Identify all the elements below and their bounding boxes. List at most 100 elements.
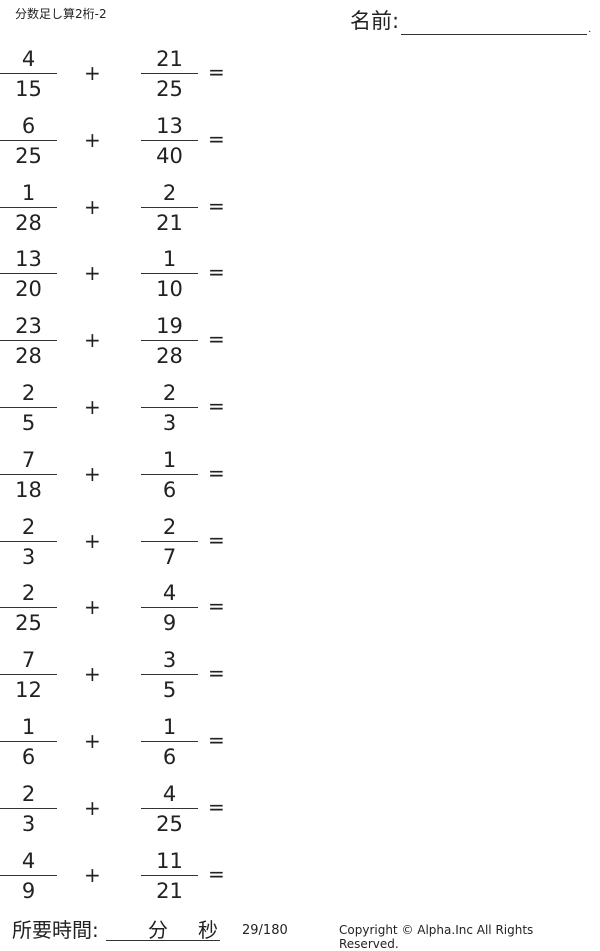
name-end-mark: . — [588, 24, 592, 35]
fraction-bar — [141, 874, 198, 876]
denominator: 28 — [156, 344, 183, 369]
numerator: 2 — [21, 581, 36, 606]
copyright: Copyright © Alpha.Inc All Rights Reserve… — [339, 923, 534, 951]
numerator: 4 — [162, 581, 177, 606]
numerator: 4 — [21, 848, 36, 873]
numerator: 2 — [21, 514, 36, 539]
numerator: 2 — [162, 381, 177, 405]
numerator: 13 — [156, 113, 183, 138]
equals-sign: = — [208, 594, 225, 619]
plus-sign: + — [84, 862, 101, 887]
numerator: 1 — [162, 447, 177, 472]
equals-sign: = — [208, 661, 225, 686]
numerator: 1 — [162, 247, 177, 272]
equals-sign: = — [208, 527, 225, 552]
denominator: 12 — [15, 678, 42, 703]
equals-sign: = — [208, 794, 225, 819]
denominator: 21 — [156, 878, 183, 903]
denominator: 40 — [156, 143, 183, 168]
equals-sign: = — [208, 126, 225, 151]
name-blank[interactable] — [401, 12, 588, 35]
equals-sign: = — [208, 260, 225, 285]
plus-sign: + — [84, 261, 101, 286]
fraction-bar — [0, 73, 57, 74]
denominator: 18 — [15, 477, 42, 502]
plus-sign: + — [84, 461, 101, 486]
denominator: 6 — [162, 477, 177, 502]
denominator: 9 — [21, 878, 36, 903]
name-field[interactable]: 名前: . — [350, 5, 591, 35]
denominator: 7 — [162, 544, 177, 569]
fraction-bar — [141, 73, 198, 74]
fraction-bar — [141, 607, 198, 609]
fraction-bar — [141, 741, 198, 742]
plus-sign: + — [84, 795, 101, 820]
plus-sign: + — [84, 61, 101, 85]
time-blank[interactable]: 分 秒 — [106, 914, 220, 942]
fraction-bar — [0, 206, 57, 208]
numerator: 13 — [15, 247, 42, 272]
plus-sign: + — [84, 528, 101, 553]
fraction-bar — [0, 540, 57, 542]
equals-sign: = — [208, 327, 225, 352]
denominator: 28 — [15, 210, 42, 235]
numerator: 4 — [162, 781, 177, 806]
fraction-bar — [141, 340, 198, 342]
fraction-bar — [0, 674, 57, 676]
denominator: 3 — [162, 411, 177, 435]
denominator: 20 — [15, 277, 42, 302]
plus-sign: + — [84, 662, 101, 687]
denominator: 5 — [21, 411, 36, 435]
denominator: 25 — [15, 143, 42, 168]
plus-sign: + — [84, 194, 101, 219]
denominator: 3 — [21, 544, 36, 569]
numerator: 2 — [162, 514, 177, 539]
fraction-bar — [0, 607, 57, 609]
plus-sign: + — [84, 595, 101, 620]
fraction-bar — [0, 273, 57, 275]
equals-sign: = — [208, 861, 225, 886]
numerator: 4 — [21, 47, 36, 71]
fraction-bar — [0, 340, 57, 342]
denominator: 9 — [162, 611, 177, 636]
numerator: 7 — [21, 447, 36, 472]
numerator: 11 — [156, 848, 183, 873]
denominator: 15 — [15, 77, 42, 101]
numerator: 3 — [162, 648, 177, 673]
numerator: 7 — [21, 648, 36, 673]
numerator: 1 — [21, 715, 36, 739]
plus-sign: + — [84, 328, 101, 353]
plus-sign: + — [84, 395, 101, 419]
equals-sign: = — [208, 60, 225, 84]
equals-sign: = — [208, 394, 225, 418]
fraction-bar — [0, 807, 57, 809]
denominator: 10 — [156, 277, 183, 302]
fraction-bar — [0, 741, 57, 742]
